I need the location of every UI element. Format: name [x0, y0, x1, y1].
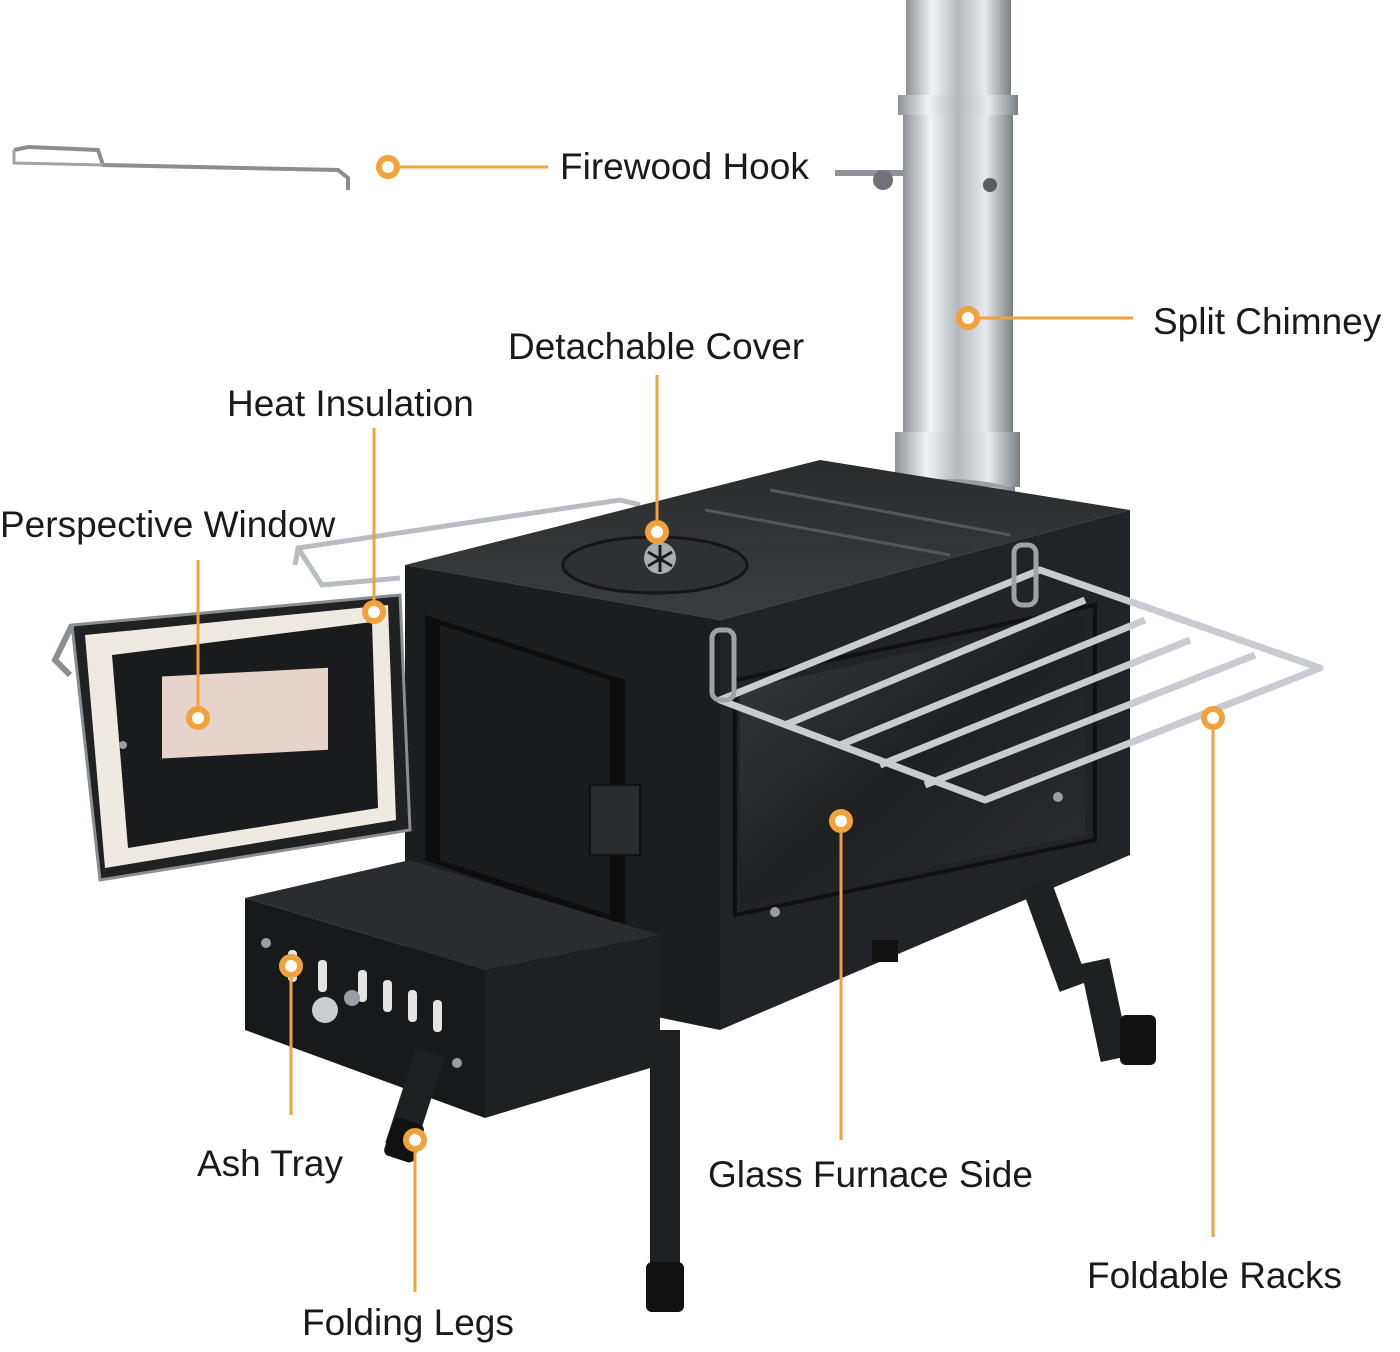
- detachable-cover-dot: [645, 520, 669, 544]
- stove-body: [405, 460, 1130, 1030]
- stove-door: [51, 593, 412, 882]
- heat-insulation-dot: [362, 600, 386, 624]
- label-glass-furnace-side: Glass Furnace Side: [708, 1154, 1033, 1195]
- foldable-rack: [709, 542, 1324, 804]
- split-chimney-dot: [956, 306, 980, 330]
- glass-furnace-side-dot: [829, 809, 853, 833]
- label-detachable-cover: Detachable Cover: [508, 326, 805, 367]
- label-foldable-racks: Foldable Racks: [1087, 1255, 1343, 1296]
- firewood-hook-dot: [376, 155, 400, 179]
- folding-legs-item: [384, 878, 1156, 1312]
- label-heat-insulation: Heat Insulation: [227, 383, 474, 424]
- firewood-hook-item: [12, 144, 350, 190]
- label-folding-legs: Folding Legs: [302, 1302, 514, 1343]
- foldable-racks-dot: [1201, 706, 1225, 730]
- perspective-window-dot: [186, 706, 210, 730]
- label-split-chimney: Split Chimney: [1153, 301, 1382, 342]
- folding-legs-dot: [403, 1128, 427, 1152]
- label-firewood-hook: Firewood Hook: [560, 146, 809, 187]
- ash-tray-dot: [279, 954, 303, 978]
- label-perspective-window: Perspective Window: [0, 504, 336, 545]
- label-ash-tray: Ash Tray: [197, 1143, 343, 1184]
